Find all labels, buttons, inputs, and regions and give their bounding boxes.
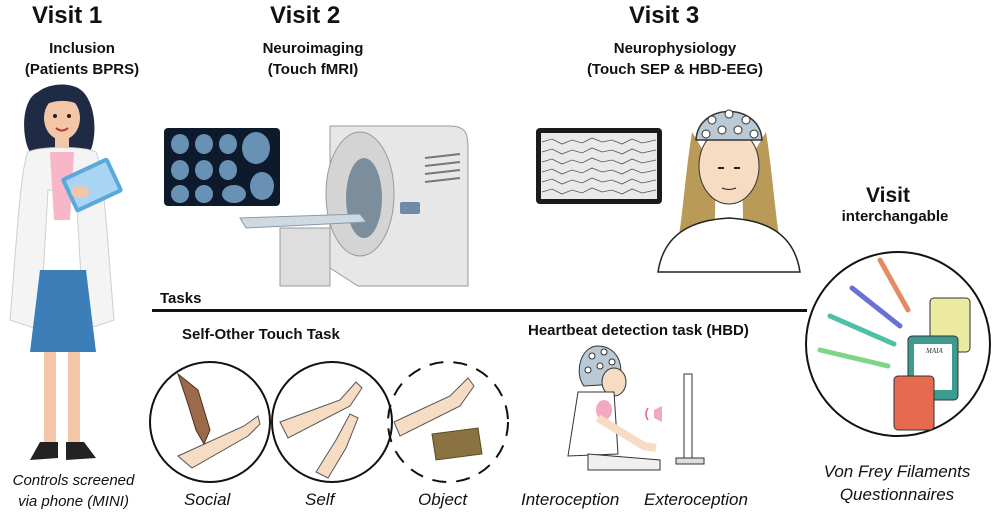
label-social: Social bbox=[184, 490, 231, 509]
label-exteroception: Exteroception bbox=[644, 490, 748, 509]
label-self: Self bbox=[305, 490, 335, 509]
visit3-subtitle: Neurophysiology (Touch SEP & HBD-EEG) bbox=[560, 38, 790, 80]
mri-scanner bbox=[239, 125, 469, 287]
maia-text: MAIA bbox=[925, 347, 943, 355]
visit4-subtitle: interchangable bbox=[841, 208, 949, 225]
tasks-divider bbox=[152, 309, 807, 312]
visit3-title: Visit 3 bbox=[629, 2, 700, 29]
von-frey-questionnaire-circle: MAIA bbox=[805, 251, 991, 437]
label-interoception: Interoception bbox=[521, 490, 620, 509]
visit2-sub-line2: (Touch fMRI) bbox=[267, 61, 359, 78]
visit1-note-line2: via phone (MINI) bbox=[18, 493, 129, 510]
visit3-sub-line2: (Touch SEP & HBD-EEG) bbox=[586, 61, 764, 78]
touch-self-circle bbox=[271, 361, 393, 483]
label-object: Object bbox=[418, 490, 468, 509]
visit2-sub-line1: Neuroimaging bbox=[262, 40, 364, 57]
hbd-scene bbox=[567, 345, 705, 471]
touch-social-circle bbox=[149, 361, 271, 483]
visit1-sub-line1: Inclusion bbox=[49, 40, 115, 57]
von-frey-label: Von Frey Filaments bbox=[823, 462, 971, 481]
visit4-labels: Von Frey Filaments Questionnaires bbox=[812, 460, 982, 506]
touch-object-circle bbox=[387, 361, 509, 483]
hbd-task-title: Heartbeat detection task (HBD) bbox=[528, 322, 749, 339]
brain-scans-image bbox=[164, 128, 280, 206]
eeg-participant bbox=[657, 109, 801, 273]
visit3-sub-line1: Neurophysiology bbox=[613, 40, 737, 57]
eeg-trace-image bbox=[536, 128, 662, 204]
visit2-title: Visit 2 bbox=[270, 2, 341, 29]
doctor-illustration bbox=[9, 84, 123, 460]
visit1-note-line1: Controls screened bbox=[12, 472, 135, 489]
visit1-title: Visit 1 bbox=[32, 2, 103, 29]
visit1-note: Controls screened via phone (MINI) bbox=[6, 470, 141, 512]
visit1-sub-line2: (Patients BPRS) bbox=[24, 61, 140, 78]
touch-task-title: Self-Other Touch Task bbox=[182, 326, 340, 343]
visit1-subtitle: Inclusion (Patients BPRS) bbox=[12, 38, 152, 80]
tasks-header: Tasks bbox=[160, 290, 202, 307]
visit4-title: Visit bbox=[866, 184, 910, 207]
visit2-subtitle: Neuroimaging (Touch fMRI) bbox=[238, 38, 388, 80]
questionnaires-label: Questionnaires bbox=[839, 485, 955, 504]
